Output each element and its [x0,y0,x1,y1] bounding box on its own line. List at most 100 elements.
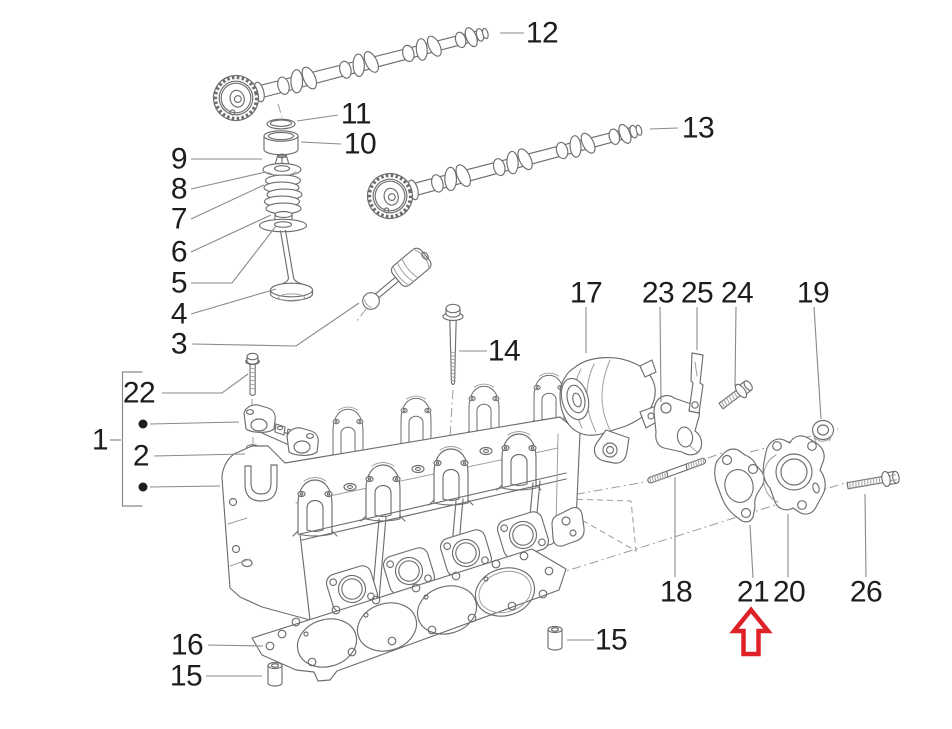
callout-number-label[interactable]: 4 [171,298,188,331]
cylinder-head [221,372,585,621]
callout-number-label[interactable]: 11 [341,98,372,131]
head-gasket-part-16 [251,548,567,682]
callout-number-label[interactable]: 24 [721,277,754,310]
callout-number-label[interactable]: 15 [595,624,628,657]
callout-15-21[interactable]: 15 [567,624,628,657]
axis-line-7 [707,452,723,459]
callout-8-4[interactable]: 8 [171,171,267,206]
callout-leader-line [190,288,277,315]
strip-bracket-part-25 [688,352,704,414]
bullet-marker-1 [138,482,221,492]
bullet-leader-line [149,421,240,425]
callout-17-12[interactable]: 17 [570,277,603,354]
callout-number-label[interactable]: 12 [526,17,559,50]
callout-number-label[interactable]: 8 [171,173,188,206]
engine-mount-part-17 [559,357,661,464]
gasket-part-21 [714,448,765,523]
callout-number-label[interactable]: 17 [570,277,603,310]
callout-19-16[interactable]: 19 [797,277,830,420]
callout-number-label[interactable]: 5 [171,267,188,300]
callout-24-15[interactable]: 24 [721,277,754,387]
callout-26-25[interactable]: 26 [850,493,883,609]
callout-20-24[interactable]: 20 [773,514,806,609]
valve-train-stack [258,118,314,302]
callout-number-label[interactable]: 16 [171,629,204,662]
callout-leader-line [296,114,339,122]
callout-14-11[interactable]: 14 [459,335,521,368]
callout-15-20[interactable]: 15 [170,660,262,693]
callout-leader-line [734,306,737,387]
bullet-dot [138,419,148,429]
callout-11-1[interactable]: 11 [296,98,372,131]
callout-leader-line [190,184,265,220]
callout-number-label[interactable]: 2 [133,440,150,473]
callout-leader-line [190,171,267,190]
callout-leader-line [190,214,272,253]
callout-9-3[interactable]: 9 [171,143,262,176]
callout-number-label[interactable]: 22 [123,377,156,410]
callout-number-label[interactable]: 3 [171,328,188,361]
callout-number-label[interactable]: 13 [682,112,715,145]
callout-16-19[interactable]: 16 [171,629,264,662]
tappet-bucket-part-10 [263,130,299,156]
axis-line-0 [277,103,283,118]
callout-number-label[interactable]: 10 [344,128,377,161]
callout-leader-line [749,524,754,579]
callout-21-23[interactable]: 21 [737,524,770,609]
callout-10-2[interactable]: 10 [300,128,377,161]
callout-25-14[interactable]: 25 [681,277,714,351]
callout-number-label[interactable]: 20 [773,576,806,609]
axis-line-1 [447,389,454,469]
callout-number-label[interactable]: 7 [171,203,188,236]
dowel-part-15-left [267,661,283,687]
callout-number-label[interactable]: 18 [660,576,693,609]
callout-5-7[interactable]: 5 [171,225,277,300]
callout-leader-line [207,644,264,647]
callout-number-label[interactable]: 25 [681,277,714,310]
callout-6-6[interactable]: 6 [171,214,272,269]
callout-13-10[interactable]: 13 [649,112,715,145]
callout-leader-line [649,127,679,130]
callout-number-label[interactable]: 21 [737,576,770,609]
highlight-annotation [729,606,773,657]
callout-22-17[interactable]: 22 [123,373,249,410]
callout-2-18[interactable]: 2 [133,440,246,473]
bullet-dot [138,482,148,492]
callout-leader-line [191,302,360,347]
callout-leader-line [191,225,277,284]
highlight-arrow-up-icon [729,606,773,657]
group-bracket-1: 1 [92,371,143,507]
callout-number-label[interactable]: 19 [797,277,830,310]
housing-part-20 [762,435,826,515]
valve-spring-part-7 [263,174,303,215]
nut-part-19 [811,419,835,443]
bullet-marker-0 [138,419,240,429]
callout-12-0[interactable]: 12 [500,17,559,50]
callout-number-label[interactable]: 14 [488,335,521,368]
callout-leader-line [300,141,342,145]
bullet-leader-line [149,485,221,488]
camshaft-cap [243,404,319,456]
callout-18-22[interactable]: 18 [660,477,693,609]
callout-4-8[interactable]: 4 [171,288,277,331]
callout-3-9[interactable]: 3 [171,302,360,361]
axis-line-4 [355,308,367,323]
spring-retainer-part-8 [262,162,302,177]
callout-number-label[interactable]: 6 [171,236,188,269]
callout-number-label[interactable]: 26 [850,576,883,609]
callout-number-label[interactable]: 9 [171,143,188,176]
screw-part-24 [718,380,753,410]
shim-part-11 [266,118,296,130]
dowel-part-15-right [547,625,563,651]
callout-number-label[interactable]: 23 [642,277,675,310]
camshaft-part-13 [360,106,649,226]
callout-23-13[interactable]: 23 [642,277,675,403]
callout-number-label[interactable]: 1 [92,424,109,457]
callout-7-5[interactable]: 7 [171,184,265,236]
cap-stud-part-22 [245,352,260,397]
callout-leader-line [153,453,246,457]
callout-number-label[interactable]: 15 [170,660,203,693]
stud-part-18 [647,457,707,484]
